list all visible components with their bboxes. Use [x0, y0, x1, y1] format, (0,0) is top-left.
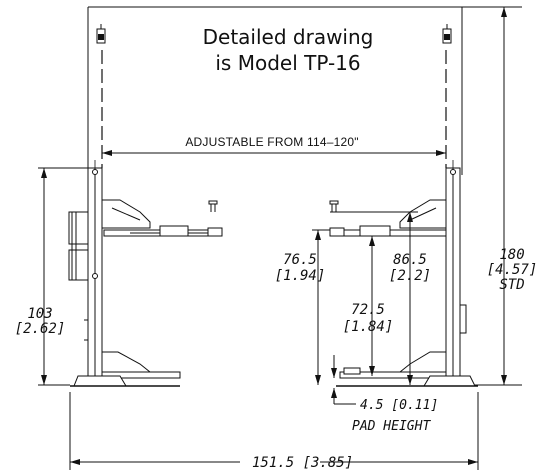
pad-height-value: 4.5 [0.11] — [360, 398, 438, 413]
top-left-cylinder — [96, 24, 106, 44]
title-line-1: Detailed drawing — [203, 25, 374, 49]
overall-height-extension-lines — [87, 6, 522, 386]
overall-height-value: 180 — [499, 247, 524, 263]
max-height-metric: [2.2] — [389, 268, 431, 284]
column-height-value: 103 — [27, 306, 52, 322]
left-column — [68, 160, 223, 387]
adjustable-width-label: ADJUSTABLE FROM 114–120" — [185, 135, 358, 149]
column-height-metric: [2.62] — [15, 321, 66, 337]
right-column — [329, 160, 478, 387]
adjustable-width-dimension — [102, 150, 446, 156]
overhead-dashed-lines — [101, 50, 447, 168]
rise-value: 72.5 — [351, 302, 385, 318]
title-line-2: is Model TP-16 — [215, 51, 360, 75]
overall-height-metric: [4.57] — [487, 262, 538, 278]
pad-height-dimension — [331, 355, 356, 405]
column-height-dimension — [38, 167, 88, 386]
max-rise-metric: [1.94] — [275, 268, 326, 284]
right-pad-adapter — [329, 200, 339, 212]
rise-metric: [1.84] — [343, 319, 394, 335]
overall-width-dimension — [69, 392, 479, 470]
rise-dimension — [369, 236, 375, 376]
top-right-cylinder — [442, 24, 452, 44]
max-rise-value: 76.5 — [283, 252, 317, 268]
left-pad-adapter — [208, 200, 218, 212]
pad-height-note: PAD HEIGHT — [352, 419, 431, 434]
max-rise-dimension — [312, 229, 330, 385]
max-height-dimension — [330, 211, 418, 385]
overall-width-value: 151.5 [3.85] — [252, 455, 353, 471]
overall-height-note: STD — [499, 277, 524, 293]
overall-height-dimension — [501, 7, 507, 385]
max-height-value: 86.5 — [393, 252, 427, 268]
